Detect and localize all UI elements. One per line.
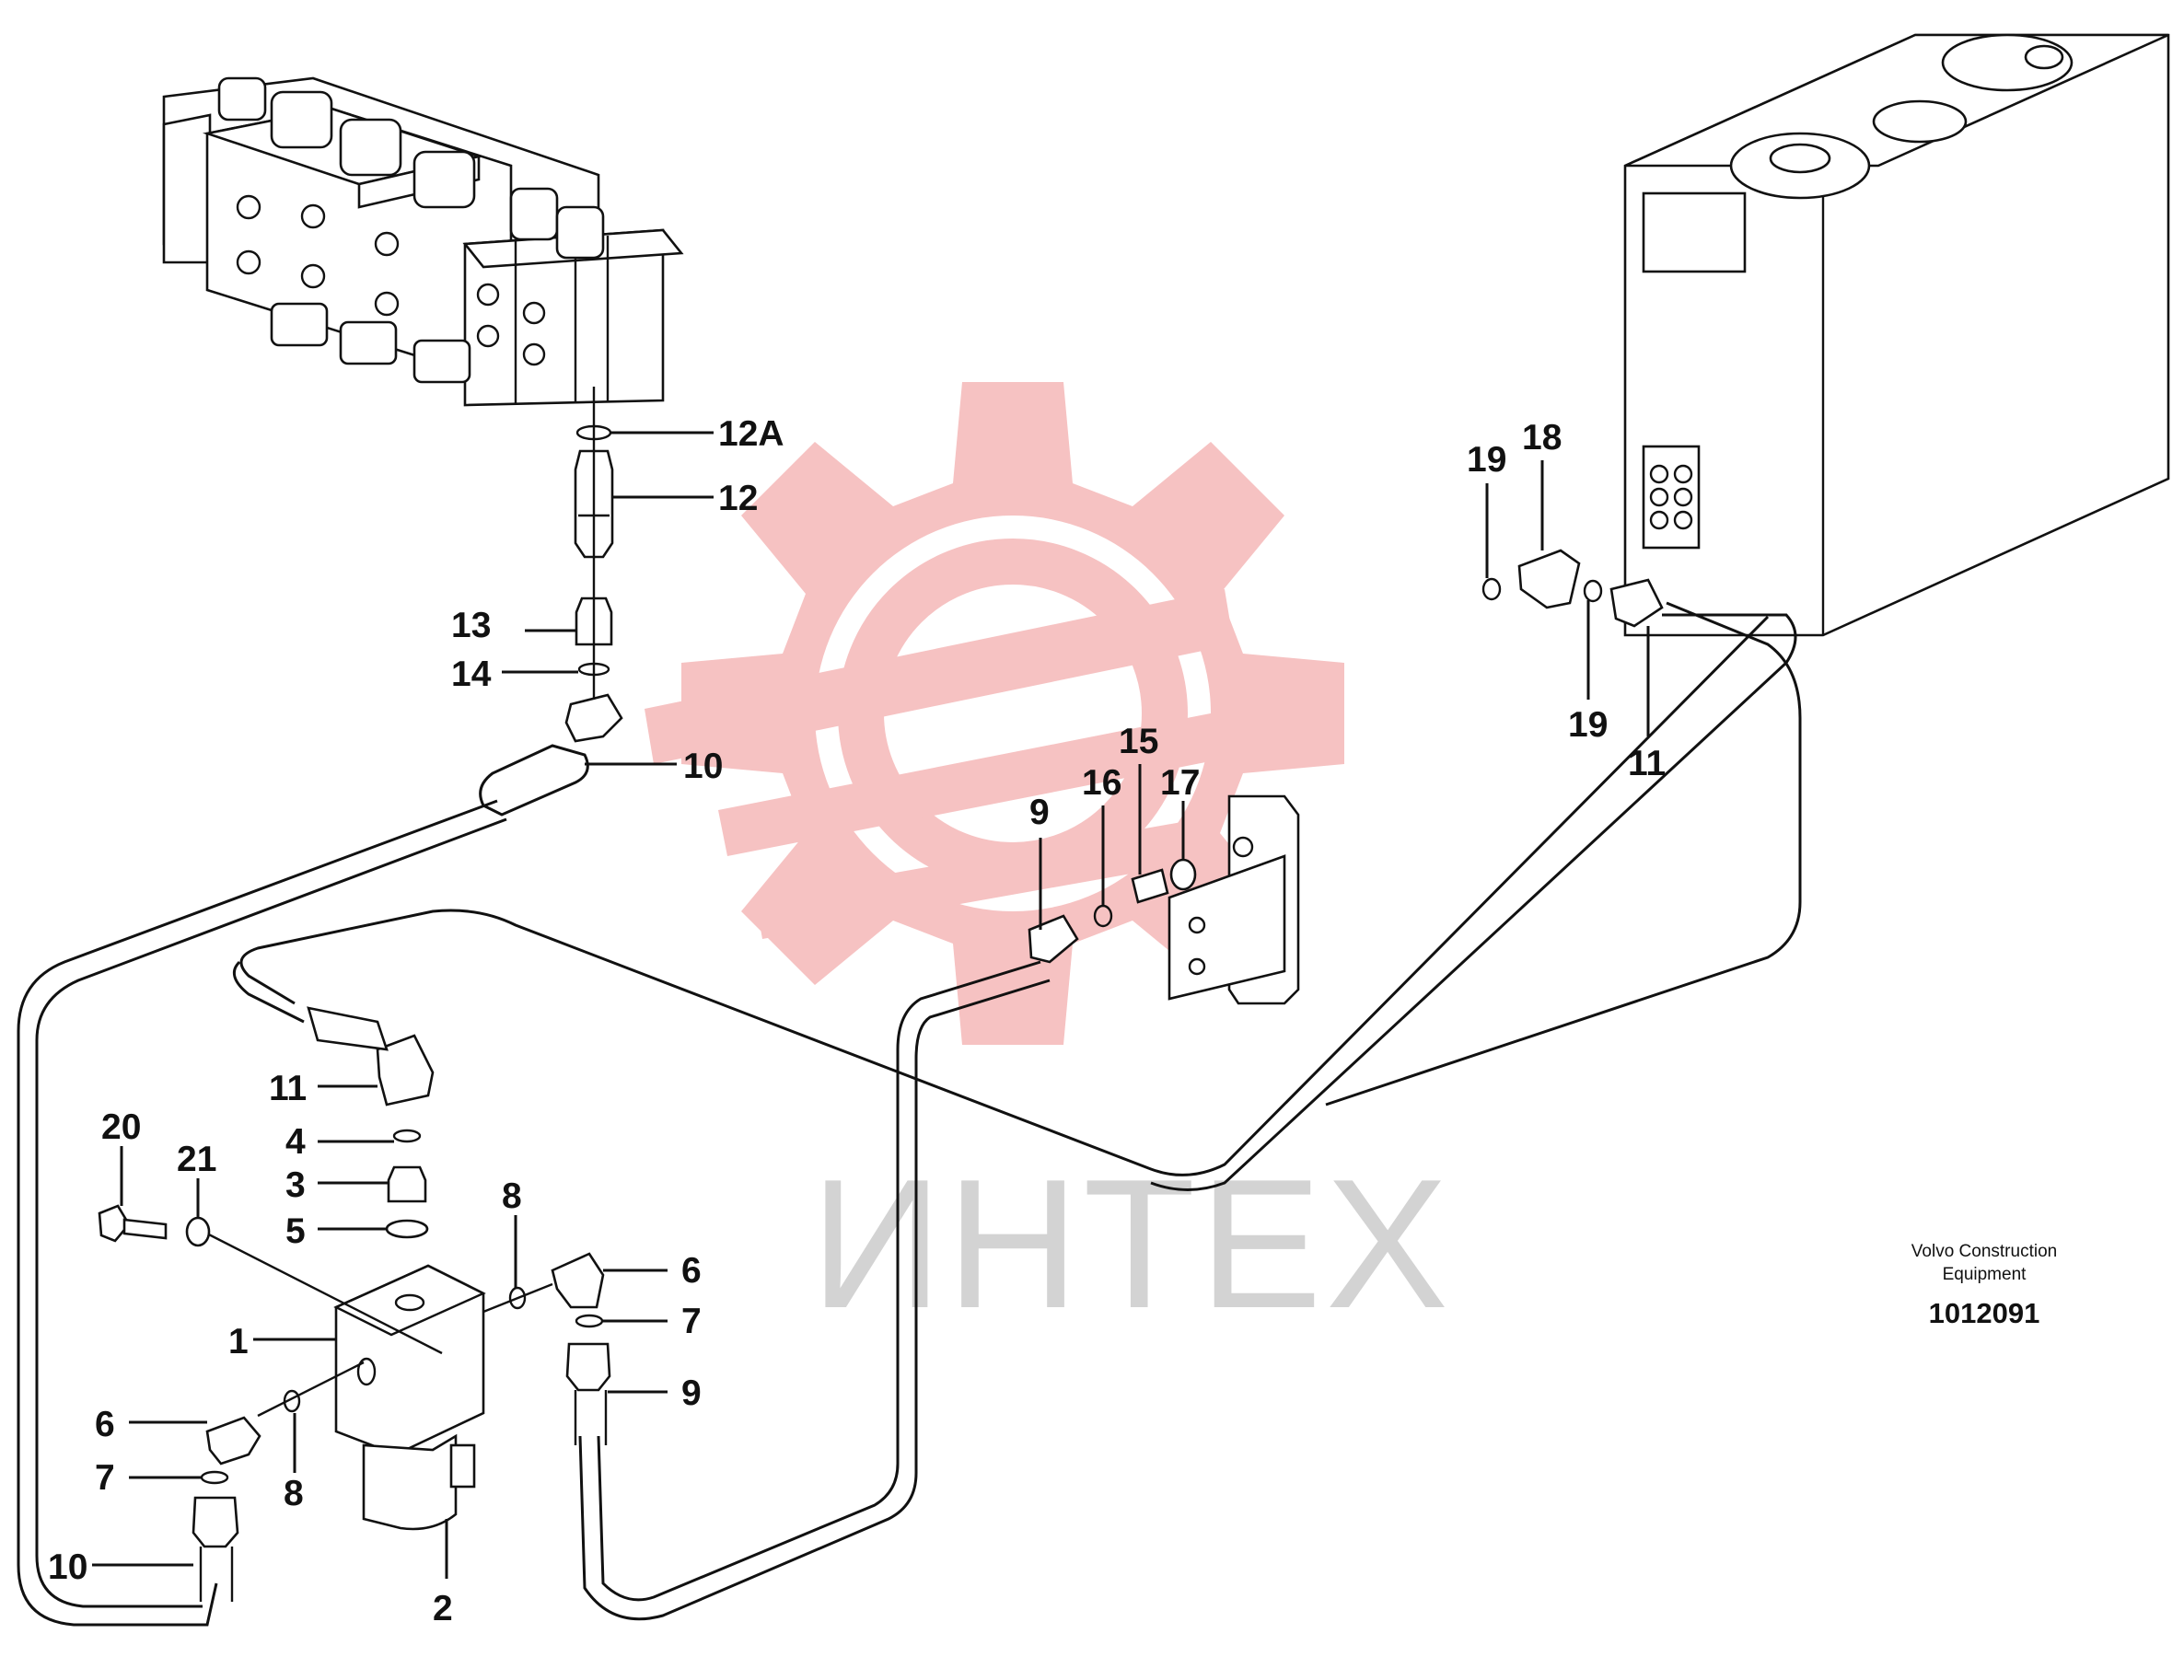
hose-10-top [479, 744, 589, 817]
tee-fitting-18 [1517, 549, 1581, 609]
watermark-wrench-bar-3 [755, 819, 1204, 939]
adapter-15 [1131, 868, 1169, 904]
callout-2: 2 [433, 1589, 453, 1628]
callout-3: 3 [285, 1165, 306, 1205]
coil-2 [362, 1433, 458, 1531]
hose-10-upper-b [35, 817, 507, 1608]
hose-10-upper [17, 799, 498, 1627]
caption-drawing-number: 1012091 [1929, 1297, 2040, 1329]
watermark-gear-logo: ИНТЕХ [645, 382, 1452, 1347]
washer-5 [385, 1219, 429, 1239]
caption-maker-line1: Volvo Construction [1911, 1242, 2057, 1261]
callout-11-tank: 11 [1628, 744, 1666, 783]
washer-21 [185, 1216, 211, 1247]
callout-19-top: 19 [1467, 440, 1506, 480]
elbow-11 [376, 1034, 435, 1106]
callout-7-left: 7 [95, 1458, 115, 1498]
hose-end-11-tank [1609, 578, 1664, 628]
callout-8-right: 8 [502, 1176, 522, 1216]
valve-solenoid-caps [217, 76, 605, 260]
callout-18: 18 [1522, 418, 1562, 458]
oring-7-left [200, 1470, 229, 1485]
callout-1: 1 [228, 1322, 249, 1361]
callout-9-right: 9 [681, 1373, 702, 1413]
control-valve-block [162, 76, 684, 407]
callout-15: 15 [1119, 722, 1158, 761]
solenoid-valve-assembly [98, 1006, 611, 1602]
elbow-6-right [551, 1252, 605, 1309]
valve-body-1 [334, 1264, 485, 1456]
callout-17: 17 [1160, 763, 1200, 803]
oring-8-left [283, 1389, 301, 1413]
callout-12: 12 [718, 479, 758, 518]
adapter-3 [387, 1165, 427, 1203]
oring-4 [392, 1129, 422, 1143]
hose-end-9-right [565, 1342, 611, 1392]
watermark-text: ИНТЕХ [810, 1141, 1452, 1347]
callout-14: 14 [451, 655, 492, 694]
callout-5: 5 [285, 1211, 306, 1251]
oring-7-right [575, 1314, 604, 1328]
callout-20: 20 [101, 1107, 141, 1147]
hose-9-center [597, 960, 1041, 1602]
drawing-caption: Volvo Construction Equipment 1012091 [1911, 1242, 2057, 1329]
watermark-wrench-bar-1 [645, 589, 1234, 764]
callout-16: 16 [1082, 763, 1121, 803]
center-mounting-bracket [1028, 794, 1300, 1005]
watermark-wrench-bar-2 [718, 709, 1243, 856]
fittings-top-column [564, 387, 623, 743]
washer-17 [1169, 858, 1197, 891]
oring-19-right [1583, 579, 1603, 603]
callout-12a: 12A [718, 414, 784, 454]
bolt-20 [98, 1204, 131, 1243]
hose-11-right [1325, 601, 1802, 1106]
callout-7-right: 7 [681, 1302, 702, 1341]
hose-end-10-left [192, 1496, 239, 1548]
tank-fittings [1481, 549, 1664, 628]
oring-8-right [508, 1286, 527, 1310]
hose-end-11-elbow [307, 1006, 389, 1051]
callout-21: 21 [177, 1140, 216, 1179]
hose-9-center-b [578, 979, 1051, 1621]
elbow-6-left [205, 1416, 261, 1466]
callout-8-left: 8 [284, 1474, 304, 1513]
callout-10-top: 10 [683, 747, 723, 786]
hydraulic-tank [1623, 33, 2170, 637]
callout-11-elbow: 11 [269, 1069, 307, 1108]
callout-9-center: 9 [1029, 793, 1050, 832]
hose-11-lower-b [232, 613, 1797, 1191]
hose-11-lower [239, 615, 1770, 1176]
callout-labels: 12A 12 13 14 10 9 16 15 17 19 18 19 11 1… [48, 414, 1666, 1628]
caption-maker-line2: Equipment [1943, 1265, 2027, 1284]
leader-lines [92, 431, 1650, 1579]
hose-end-10-top [564, 693, 623, 743]
valve-ports [236, 194, 546, 366]
callout-6-left: 6 [95, 1405, 115, 1444]
oring-19-left [1481, 577, 1502, 601]
callout-6-right: 6 [681, 1251, 702, 1291]
callout-13: 13 [451, 606, 491, 645]
callout-10-left: 10 [48, 1547, 87, 1587]
callout-19-bottom: 19 [1568, 705, 1608, 745]
callout-4: 4 [285, 1122, 306, 1162]
